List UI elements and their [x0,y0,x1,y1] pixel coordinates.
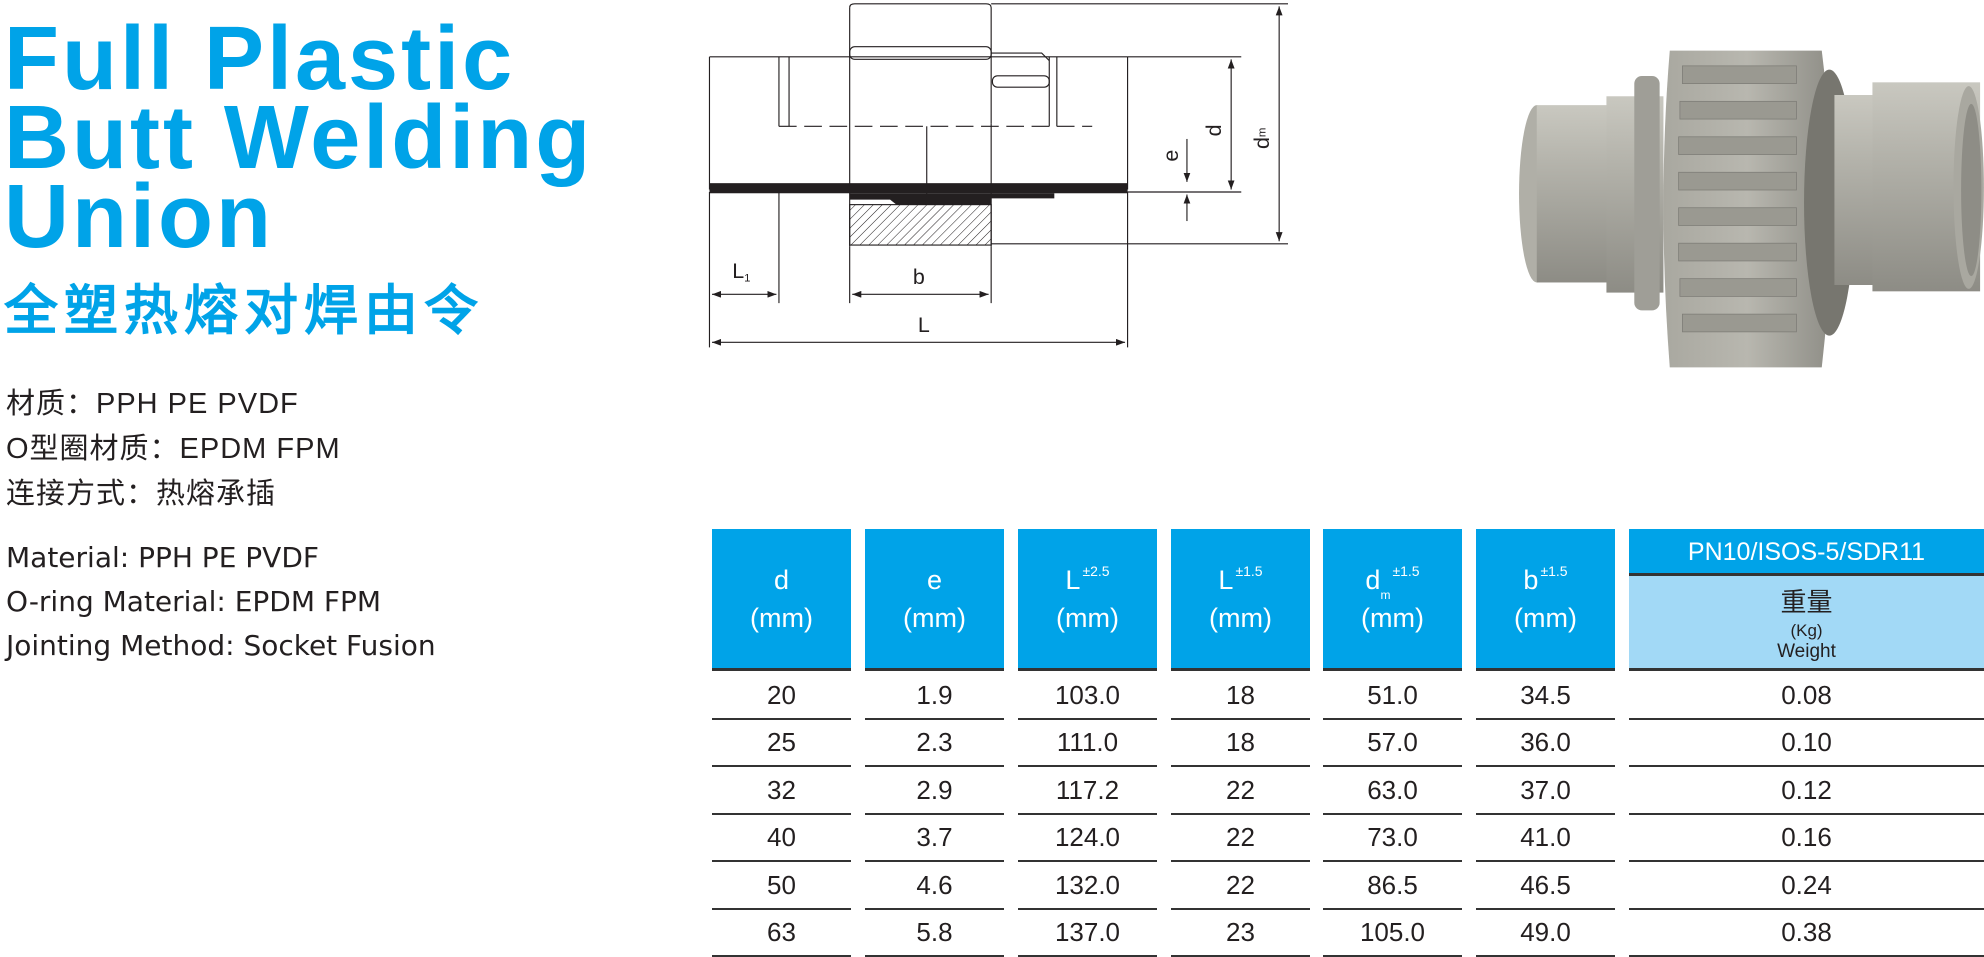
table-cell: 132.0 [1018,862,1157,910]
header-unit: (mm) [1514,603,1577,633]
chinese-title: 全塑热熔对焊由令 [4,281,484,341]
table-cell: 5.8 [865,909,1004,957]
table-cell: 0.16 [1629,814,1984,863]
header-symbol: d [1365,565,1381,595]
table-cell: 103.0 [1018,672,1157,720]
header-tolerance: ±1.5 [1392,563,1420,579]
table-cell: 46.5 [1476,862,1615,910]
technical-drawing: L1 b L d e dm [708,3,1288,348]
table-cell: 0.10 [1629,719,1984,768]
table-cell: 22 [1171,814,1310,863]
table-cell: 0.38 [1629,909,1984,957]
table-cell: 1.9 [865,672,1004,720]
table-row: 32 2.9 117.2 22 63.0 37.0 0.12 [0,767,1984,815]
header-L1: L±1.5 (mm) [1171,529,1310,671]
table-cell: 40 [712,814,851,863]
header-symbol: b [1523,565,1539,595]
header-tolerance: ±1.5 [1235,563,1263,579]
table-cell: 25 [712,719,851,768]
weight-label-en: Weight [1777,641,1836,662]
table-cell: 34.5 [1476,672,1615,720]
table-cell: 23 [1171,909,1310,957]
header-dm: dm±1.5 (mm) [1323,529,1462,671]
table-cell: 20 [712,672,851,720]
table-cell: 3.7 [865,814,1004,863]
header-unit: (mm) [903,603,966,633]
label-L: L [918,313,930,337]
label-d: d [1202,124,1226,136]
product-photo-union [1519,50,1984,368]
table-row: 40 3.7 124.0 22 73.0 41.0 0.16 [0,814,1984,863]
header-symbol: L [1218,565,1234,595]
weight-label-cn: 重量 [1780,587,1833,617]
table-cell: 73.0 [1323,814,1462,863]
table-cell: 41.0 [1476,814,1615,863]
weight-unit: (Kg) [1790,621,1823,640]
table-cell: 137.0 [1018,909,1157,957]
label-b: b [913,265,925,289]
table-cell: 63.0 [1323,767,1462,815]
table-cell: 105.0 [1323,909,1462,957]
header-tolerance: ±2.5 [1082,563,1110,579]
table-cell: 4.6 [865,862,1004,910]
table-cell: 117.2 [1018,767,1157,815]
table-cell: 22 [1171,862,1310,910]
spec-en-jointing: Jointing Method: Socket Fusion [6,629,436,662]
label-dm: dm [1250,128,1274,149]
header-subscript: m [1380,588,1391,602]
header-L: L±2.5 (mm) [1018,529,1157,671]
header-unit: (mm) [1361,603,1424,633]
table-cell: 18 [1171,672,1310,720]
label-e: e [1159,150,1183,162]
spec-cn-oring: O型圈材质：EPDM FPM [6,433,341,465]
header-symbol: d [773,565,790,595]
table-row: 25 2.3 111.0 18 57.0 36.0 0.10 [0,719,1984,768]
header-symbol: L [1065,565,1081,595]
table-cell: 0.12 [1629,767,1984,815]
table-cell: 2.9 [865,767,1004,815]
header-e: e (mm) [865,529,1004,671]
header-d: d (mm) [712,529,851,671]
header-unit: (mm) [1209,603,1272,633]
header-b: b±1.5 (mm) [1476,529,1615,671]
table-cell: 0.24 [1629,862,1984,910]
table-row: 63 5.8 137.0 23 105.0 49.0 0.38 [0,909,1984,957]
table-cell: 86.5 [1323,862,1462,910]
table-cell: 0.08 [1629,672,1984,720]
title-line-3: Union [4,167,274,267]
table-cell: 36.0 [1476,719,1615,768]
header-unit: (mm) [1056,603,1119,633]
table-cell: 124.0 [1018,814,1157,863]
pn-rating-header: PN10/ISOS-5/SDR11 [1629,529,1984,576]
spec-cn-jointing: 连接方式：热熔承插 [6,478,277,510]
table-cell: 50 [712,862,851,910]
table-cell: 2.3 [865,719,1004,768]
table-cell: 63 [712,909,851,957]
header-weight: PN10/ISOS-5/SDR11 重量 (Kg) Weight [1629,529,1984,671]
title-line-2: Butt Welding [4,88,594,188]
table-row: 20 1.9 103.0 18 51.0 34.5 0.08 [0,672,1984,720]
spec-en-material: Material: PPH PE PVDF [6,541,319,574]
table-cell: 51.0 [1323,672,1462,720]
spec-en-oring: O-ring Material: EPDM FPM [6,585,382,618]
table-cell: 57.0 [1323,719,1462,768]
label-L1: L1 [732,259,750,285]
table-cell: 18 [1171,719,1310,768]
header-unit: (mm) [750,603,813,633]
spec-cn-material: 材质：PPH PE PVDF [6,388,299,420]
header-symbol: e [926,565,943,595]
table-cell: 49.0 [1476,909,1615,957]
table-cell: 37.0 [1476,767,1615,815]
table-cell: 32 [712,767,851,815]
table-row: 50 4.6 132.0 22 86.5 46.5 0.24 [0,862,1984,910]
title-line-1: Full Plastic [4,9,516,109]
header-tolerance: ±1.5 [1540,563,1568,579]
table-cell: 111.0 [1018,719,1157,768]
table-cell: 22 [1171,767,1310,815]
